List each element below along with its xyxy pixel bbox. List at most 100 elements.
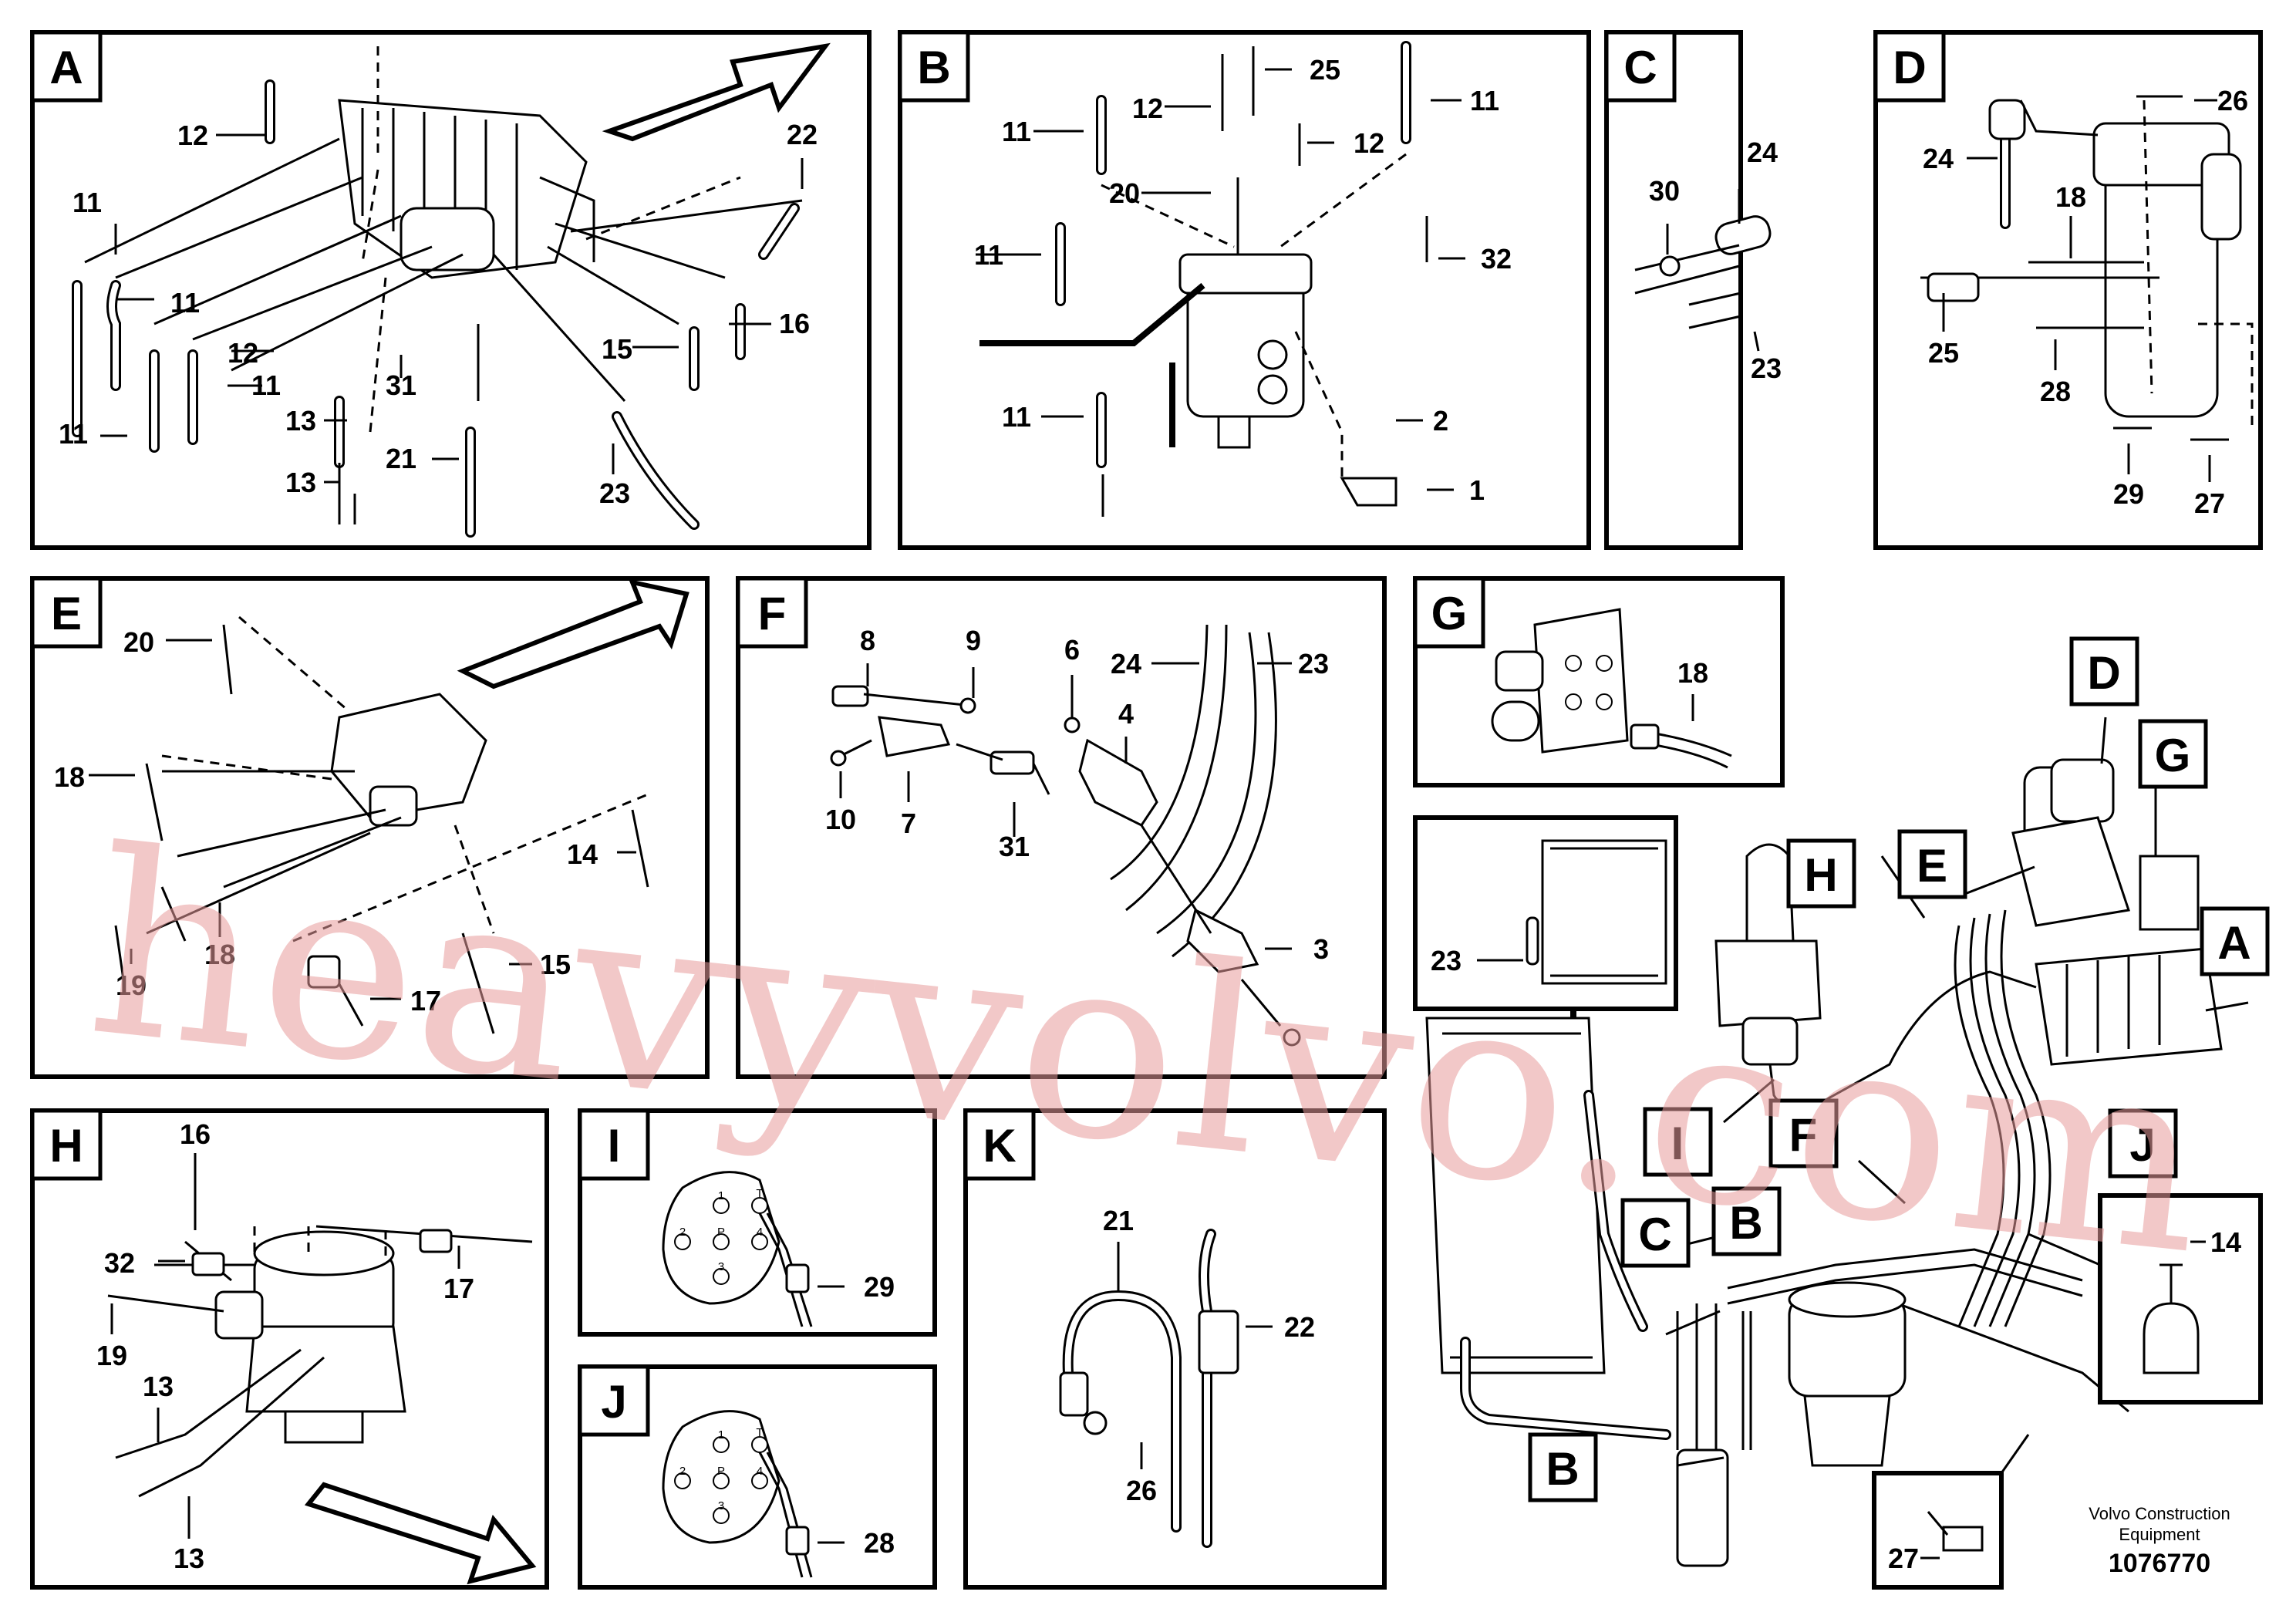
svg-text:11: 11	[1470, 85, 1499, 116]
svg-text:13: 13	[174, 1543, 204, 1574]
svg-text:E: E	[1917, 840, 1947, 892]
svg-text:17: 17	[443, 1273, 474, 1304]
svg-text:3: 3	[718, 1499, 724, 1512]
svg-text:22: 22	[787, 119, 818, 150]
panel-b-tag: B	[917, 42, 950, 93]
panel-a-tag: A	[49, 42, 83, 93]
svg-text:2: 2	[679, 1226, 686, 1239]
svg-text:24: 24	[1747, 137, 1778, 168]
svg-text:12: 12	[228, 337, 258, 369]
panel-g: G 18	[1413, 576, 1785, 787]
svg-text:F: F	[1789, 1109, 1818, 1161]
svg-text:17: 17	[410, 985, 441, 1017]
company-name-line1: Volvo Construction	[2089, 1504, 2230, 1523]
svg-text:11: 11	[72, 187, 102, 218]
svg-text:26: 26	[1126, 1475, 1157, 1506]
panel-j: J 1 T 2 P 4 3 28	[578, 1364, 937, 1590]
svg-text:31: 31	[386, 369, 416, 401]
svg-text:14: 14	[567, 838, 598, 870]
svg-text:13: 13	[285, 405, 316, 437]
panel-e-tag: E	[51, 588, 82, 639]
panel-b: B 25 12 11 11 12 20 11 32 11 2 1	[898, 30, 1591, 550]
svg-text:11: 11	[59, 418, 88, 450]
company-name-line2: Equipment	[2119, 1525, 2200, 1544]
svg-text:C: C	[1638, 1209, 1671, 1260]
svg-text:2: 2	[1433, 405, 1448, 437]
svg-text:23: 23	[1298, 648, 1329, 679]
svg-text:7: 7	[901, 808, 916, 839]
svg-text:T: T	[756, 1426, 763, 1439]
svg-text:18: 18	[2055, 181, 2086, 213]
panel-e-callouts: 20 18 14 19 18 17 15	[54, 626, 636, 1017]
panel-g-tag: G	[1431, 588, 1468, 639]
svg-text:11: 11	[251, 369, 281, 401]
svg-text:25: 25	[1310, 54, 1340, 86]
svg-text:20: 20	[123, 626, 154, 658]
svg-text:18: 18	[54, 761, 85, 793]
panel-h-callouts: 16 32 17 19 13 13	[96, 1118, 474, 1574]
svg-text:28: 28	[864, 1527, 895, 1559]
svg-text:13: 13	[143, 1371, 174, 1402]
panel-i-tag: I	[608, 1120, 621, 1172]
footer-credit: Volvo Construction Equipment 1076770	[2089, 1504, 2230, 1578]
svg-text:16: 16	[779, 308, 810, 339]
panel-a-callouts: 12 22 11 11 12 11 11 31 15 16 13 13 21 2…	[59, 119, 818, 509]
panel-a: A 12 22 11 11 12 11 11 31 15 16 13 13 21…	[30, 30, 872, 550]
svg-text:15: 15	[602, 333, 632, 365]
svg-text:29: 29	[864, 1271, 895, 1303]
solenoid-valve	[330, 693, 487, 827]
panel-c-tag: C	[1623, 42, 1657, 93]
svg-text:11: 11	[170, 287, 200, 319]
svg-text:23: 23	[1431, 945, 1462, 976]
panel-h: H 16 32 17 19 13 13	[30, 1108, 549, 1590]
svg-text:T: T	[756, 1187, 763, 1200]
svg-text:B: B	[1546, 1443, 1579, 1495]
panel-j-tag: J	[601, 1376, 626, 1428]
svg-text:2: 2	[679, 1465, 686, 1478]
svg-text:20: 20	[1109, 177, 1140, 209]
svg-text:11: 11	[1002, 116, 1031, 147]
svg-text:16: 16	[180, 1118, 211, 1150]
pilot-filter	[2092, 122, 2242, 418]
svg-text:27: 27	[1888, 1543, 1919, 1574]
svg-text:21: 21	[386, 443, 416, 474]
svg-text:J: J	[2129, 1119, 2155, 1171]
svg-text:1: 1	[718, 1428, 724, 1442]
panel-d-tag: D	[1893, 42, 1926, 93]
svg-text:12: 12	[1354, 127, 1384, 159]
svg-text:P: P	[717, 1465, 725, 1478]
svg-text:10: 10	[825, 804, 856, 835]
overview-illustration: 23 14 27 D G E H A	[1413, 636, 2270, 1590]
svg-text:27: 27	[2194, 487, 2225, 519]
control-valve	[338, 99, 595, 279]
panel-d: D 26 24 18 25 28 29 27	[1873, 30, 2263, 550]
svg-text:B: B	[1729, 1197, 1762, 1249]
svg-text:11: 11	[974, 239, 1003, 271]
svg-text:G: G	[2155, 730, 2191, 781]
svg-text:8: 8	[860, 625, 875, 656]
svg-text:9: 9	[966, 625, 981, 656]
svg-text:25: 25	[1928, 337, 1959, 369]
svg-text:21: 21	[1103, 1205, 1134, 1236]
svg-text:24: 24	[1923, 143, 1954, 174]
svg-text:11: 11	[1002, 401, 1031, 433]
panel-k: K 21 22 26	[963, 1108, 1387, 1590]
svg-text:15: 15	[540, 949, 571, 980]
svg-text:13: 13	[285, 467, 316, 498]
pilot-connector-j: 1 T 2 P 4 3	[662, 1410, 781, 1544]
svg-text:23: 23	[1751, 352, 1782, 384]
panel-i: I 1 T 2 P 4 3 29	[578, 1108, 937, 1337]
svg-text:22: 22	[1284, 1311, 1315, 1343]
svg-text:18: 18	[204, 939, 235, 970]
svg-text:1: 1	[718, 1189, 724, 1202]
panel-h-tag: H	[49, 1120, 83, 1172]
svg-text:32: 32	[1481, 243, 1512, 275]
svg-text:3: 3	[1313, 933, 1329, 965]
svg-text:4: 4	[757, 1465, 763, 1478]
panel-c: C 30 24 23	[1604, 30, 1782, 550]
svg-text:6: 6	[1064, 634, 1080, 666]
svg-text:24: 24	[1111, 648, 1141, 679]
svg-text:A: A	[2217, 917, 2250, 969]
svg-text:18: 18	[1677, 657, 1708, 689]
